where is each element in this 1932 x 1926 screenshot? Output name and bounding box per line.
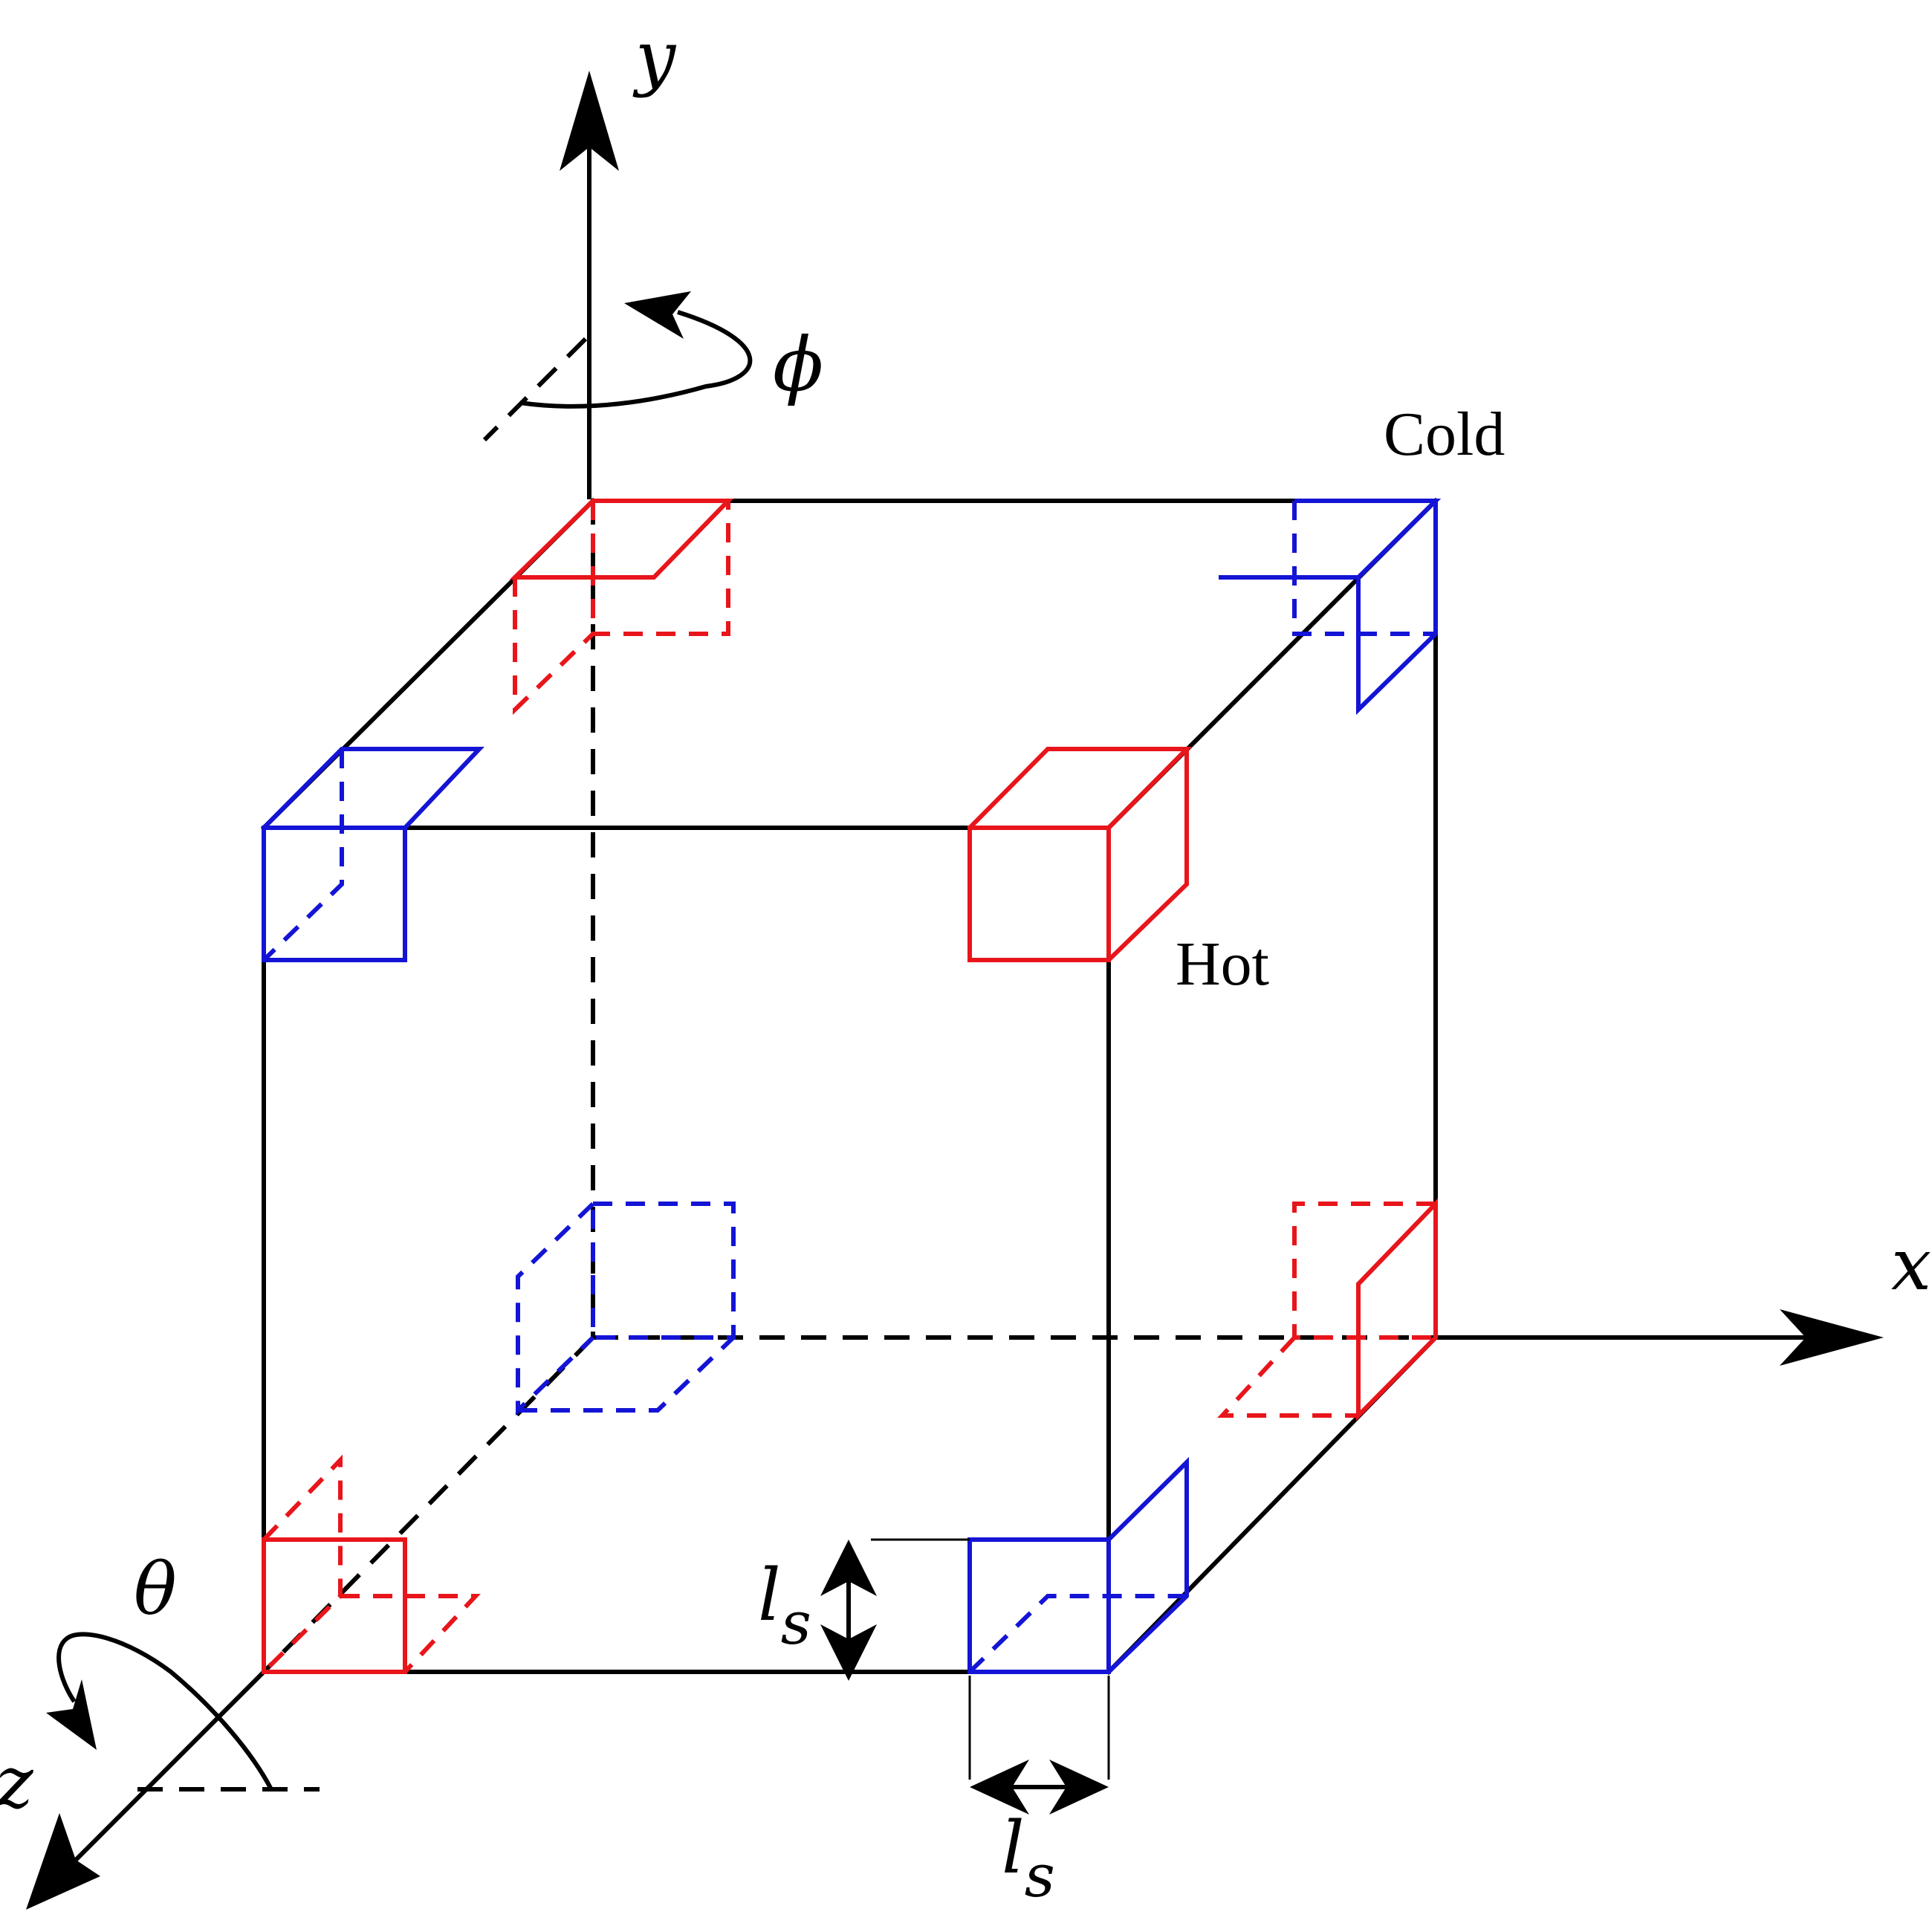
y-axis [560,71,619,499]
cold-label: Cold [1384,400,1505,469]
phi-label: ϕ [773,321,823,408]
ls-vertical-arrowhead-bottom [820,1624,877,1681]
ls-horizontal-arrowhead-left [970,1760,1029,1815]
corner-cube-front-top-left-cold [262,747,484,962]
ls-vertical-label-sub: s [781,1589,811,1658]
hot-label: Hot [1176,930,1269,999]
phi-arrowhead [624,291,691,339]
ls-vertical-dimension [820,1538,970,1681]
x-axis-label: x [1891,1223,1931,1306]
ls-horizontal-label: ls [1002,1806,1055,1910]
corner-cube-front-bottom-left-hot [262,1454,481,1674]
y-axis-arrowhead [560,71,619,171]
phi-reference-line [482,337,588,442]
y-axis-label: y [632,16,677,99]
corner-cube-front-bottom-right-cold [967,1456,1189,1674]
corner-cube-front-top-right-hot [967,747,1193,962]
ls-horizontal-label-base: l [1002,1806,1025,1890]
theta-label: θ [134,1548,177,1631]
x-axis-arrowhead [1780,1309,1884,1366]
ls-vertical-arrowhead-top [820,1540,877,1596]
ls-vertical-label-base: l [758,1554,781,1637]
phi-rotation-indicator [482,291,753,442]
ls-horizontal-arrowhead-right [1049,1760,1109,1815]
corner-cube-back-bottom-right-hot [1217,1198,1438,1421]
corner-cube-back-top-right-cold [1219,499,1442,716]
corner-cube-back-bottom-left-cold [516,1202,736,1416]
phi-rotation-arc [519,310,753,409]
theta-arrowhead [46,1679,97,1750]
ls-horizontal-label-sub: s [1025,1841,1055,1910]
ls-vertical-label: ls [758,1554,811,1658]
corner-cube-back-top-left-hot [509,499,734,716]
z-axis-label: z [0,1741,34,1824]
z-axis-arrowhead [26,1813,100,1910]
x-axis [1436,1309,1884,1366]
theta-rotation-indicator [46,1632,320,1792]
z-axis [26,1670,266,1910]
ls-horizontal-dimension [968,1676,1110,1815]
theta-rotation-arc [56,1632,273,1791]
